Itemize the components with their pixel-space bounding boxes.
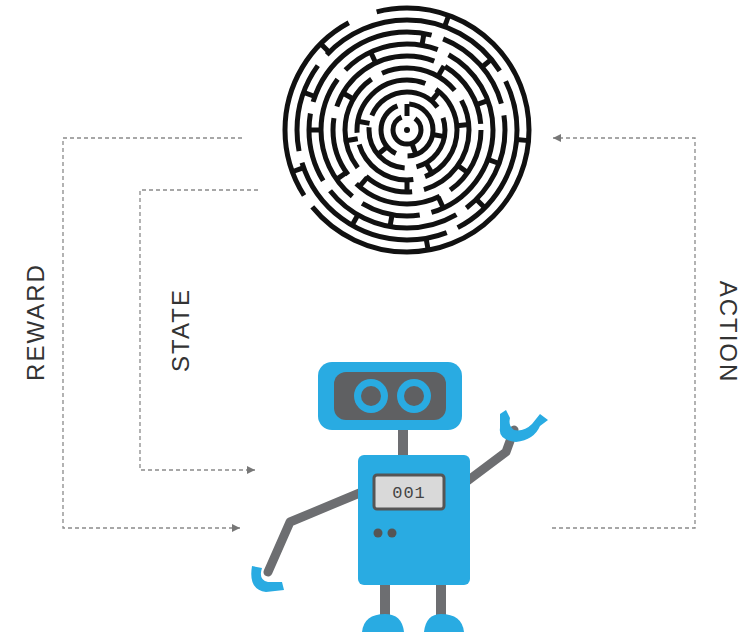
maze-walls [292, 15, 528, 250]
maze [285, 8, 529, 252]
loop-label: ACTION [716, 281, 740, 384]
robot-pupil [404, 386, 424, 406]
robot-display [374, 475, 444, 509]
maze-ring [333, 56, 481, 204]
maze-ring [285, 8, 529, 252]
robot-claw [251, 566, 284, 592]
maze-ring [321, 44, 493, 216]
maze-center [404, 127, 410, 133]
maze-ring [357, 80, 457, 180]
maze-ring [381, 104, 433, 156]
display-readout: 001 [392, 485, 426, 502]
maze-ring [369, 92, 445, 168]
robot-claw [500, 410, 548, 442]
robot-eye [354, 379, 388, 413]
robot-arm [268, 492, 362, 572]
robot-button [388, 529, 397, 538]
maze-ring [393, 116, 421, 144]
loop-label: STATE [169, 288, 193, 372]
action-line [552, 138, 695, 528]
maze-ring [345, 68, 469, 192]
state-line [140, 190, 258, 470]
robot-body [358, 455, 470, 585]
robot-pupil [361, 386, 381, 406]
robot-head [318, 362, 462, 430]
maze-ring [297, 20, 517, 240]
maze-ring [309, 32, 505, 228]
robot-foot [362, 614, 404, 632]
robot-foot [424, 614, 464, 632]
reward-line [63, 138, 242, 528]
robot [251, 362, 548, 632]
robot-face [334, 372, 446, 420]
robot-eye [397, 379, 431, 413]
robot-button [374, 529, 383, 538]
loop-label: REWARD [24, 263, 48, 381]
